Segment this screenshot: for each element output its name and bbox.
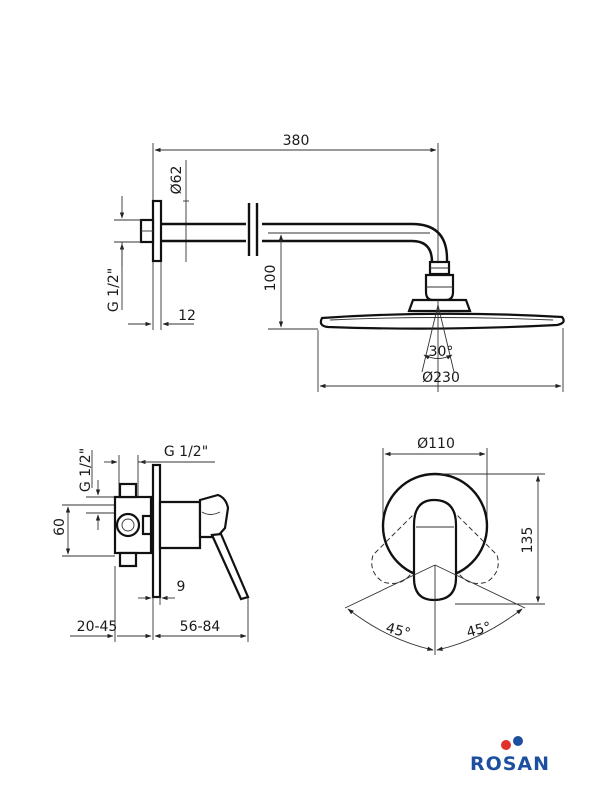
arm-tube-right (262, 222, 449, 263)
dim-angle-left: 45° (384, 620, 412, 642)
dim-lever-length: 135 (520, 527, 536, 554)
ball-joint (424, 273, 455, 302)
cartridge-sleeve (158, 500, 202, 550)
mixer-front-view: Ø110 135 45° 45° (344, 436, 545, 655)
shower-arm-view: 380 Ø62 100 (106, 133, 565, 392)
inlet-bottom (118, 551, 138, 568)
brand-logo: ROSAN (470, 736, 550, 775)
dim-flange-depth: 12 (178, 308, 196, 324)
handle-lever (210, 532, 250, 601)
dim-head-diameter: Ø230 (422, 370, 460, 386)
logo-dot-blue (513, 736, 523, 746)
head-neck (407, 298, 472, 313)
dim-thread-side: G 1/2" (78, 448, 94, 492)
dim-arm-length: 380 (283, 133, 310, 149)
handle-body (198, 493, 230, 539)
dim-angle-right: 45° (465, 619, 493, 641)
dim-thread-top: G 1/2" (164, 444, 208, 460)
dim-flange-diameter: Ø62 (169, 166, 185, 195)
dim-projection: 56-84 (180, 619, 221, 635)
dim-drop: 100 (263, 265, 279, 292)
dim-tilt-angle: 30° (429, 344, 454, 360)
logo-dot-red (501, 740, 511, 750)
dim-thread: G 1/2" (106, 268, 122, 312)
inlet-top (118, 482, 138, 499)
front-handle (412, 498, 458, 602)
mixer-side-view: G 1/2" G 1/2" 60 9 (52, 444, 250, 642)
inlet-port (115, 512, 141, 538)
dim-center-height: 60 (52, 518, 68, 536)
logo-text: ROSAN (470, 753, 550, 775)
wall-flange (151, 199, 163, 263)
dim-plate-gap: 9 (177, 579, 186, 595)
dim-install-depth: 20-45 (77, 619, 118, 635)
arm-tube-left (161, 222, 246, 243)
dim-plate-diameter: Ø110 (417, 436, 455, 452)
